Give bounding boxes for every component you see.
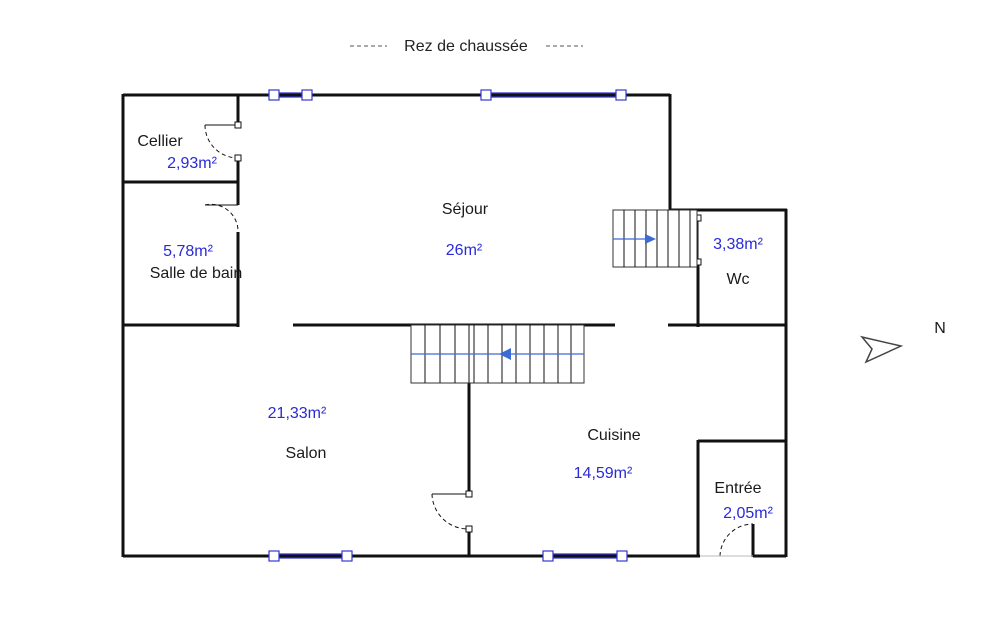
- window-bottom-right: [542, 550, 628, 562]
- plan-title-text: Rez de chaussée: [404, 38, 528, 55]
- compass-arrow-icon: [859, 335, 904, 364]
- stairs-central: [410, 324, 585, 384]
- window-bottom-left: [268, 550, 353, 562]
- room-name-salon: Salon: [286, 445, 327, 462]
- room-name-sejour: Séjour: [442, 201, 489, 218]
- bathroom-door: [204, 203, 239, 233]
- room-name-salle-de-bain: Salle de bain: [150, 265, 243, 282]
- room-area-cuisine: 14,59m²: [574, 465, 633, 482]
- room-area-salon: 21,33m²: [268, 405, 327, 422]
- room-name-entree: Entrée: [714, 480, 761, 497]
- room-area-cellier: 2,93m²: [167, 155, 217, 172]
- room-name-cuisine: Cuisine: [587, 427, 640, 444]
- entrance-door: [700, 523, 754, 557]
- windows: [268, 89, 628, 562]
- room-name-wc: Wc: [726, 271, 749, 288]
- north-label: N: [934, 320, 946, 337]
- room-area-entree: 2,05m²: [723, 505, 773, 522]
- window-top-left: [268, 89, 313, 101]
- stairs-small: [612, 209, 698, 268]
- room-labels: Cellier 2,93m² 5,78m² Salle de bain Séjo…: [137, 133, 773, 522]
- north-indicator: N: [859, 320, 946, 364]
- doors: [204, 121, 754, 557]
- room-area-sejour: 26m²: [446, 242, 483, 259]
- cellier-door: [204, 121, 242, 162]
- window-top-right: [480, 89, 627, 101]
- room-name-cellier: Cellier: [137, 133, 183, 150]
- room-area-salle-de-bain: 5,78m²: [163, 243, 213, 260]
- salon-cuisine-door: [431, 490, 473, 533]
- plan-title: Rez de chaussée: [350, 38, 583, 55]
- room-area-wc: 3,38m²: [713, 236, 763, 253]
